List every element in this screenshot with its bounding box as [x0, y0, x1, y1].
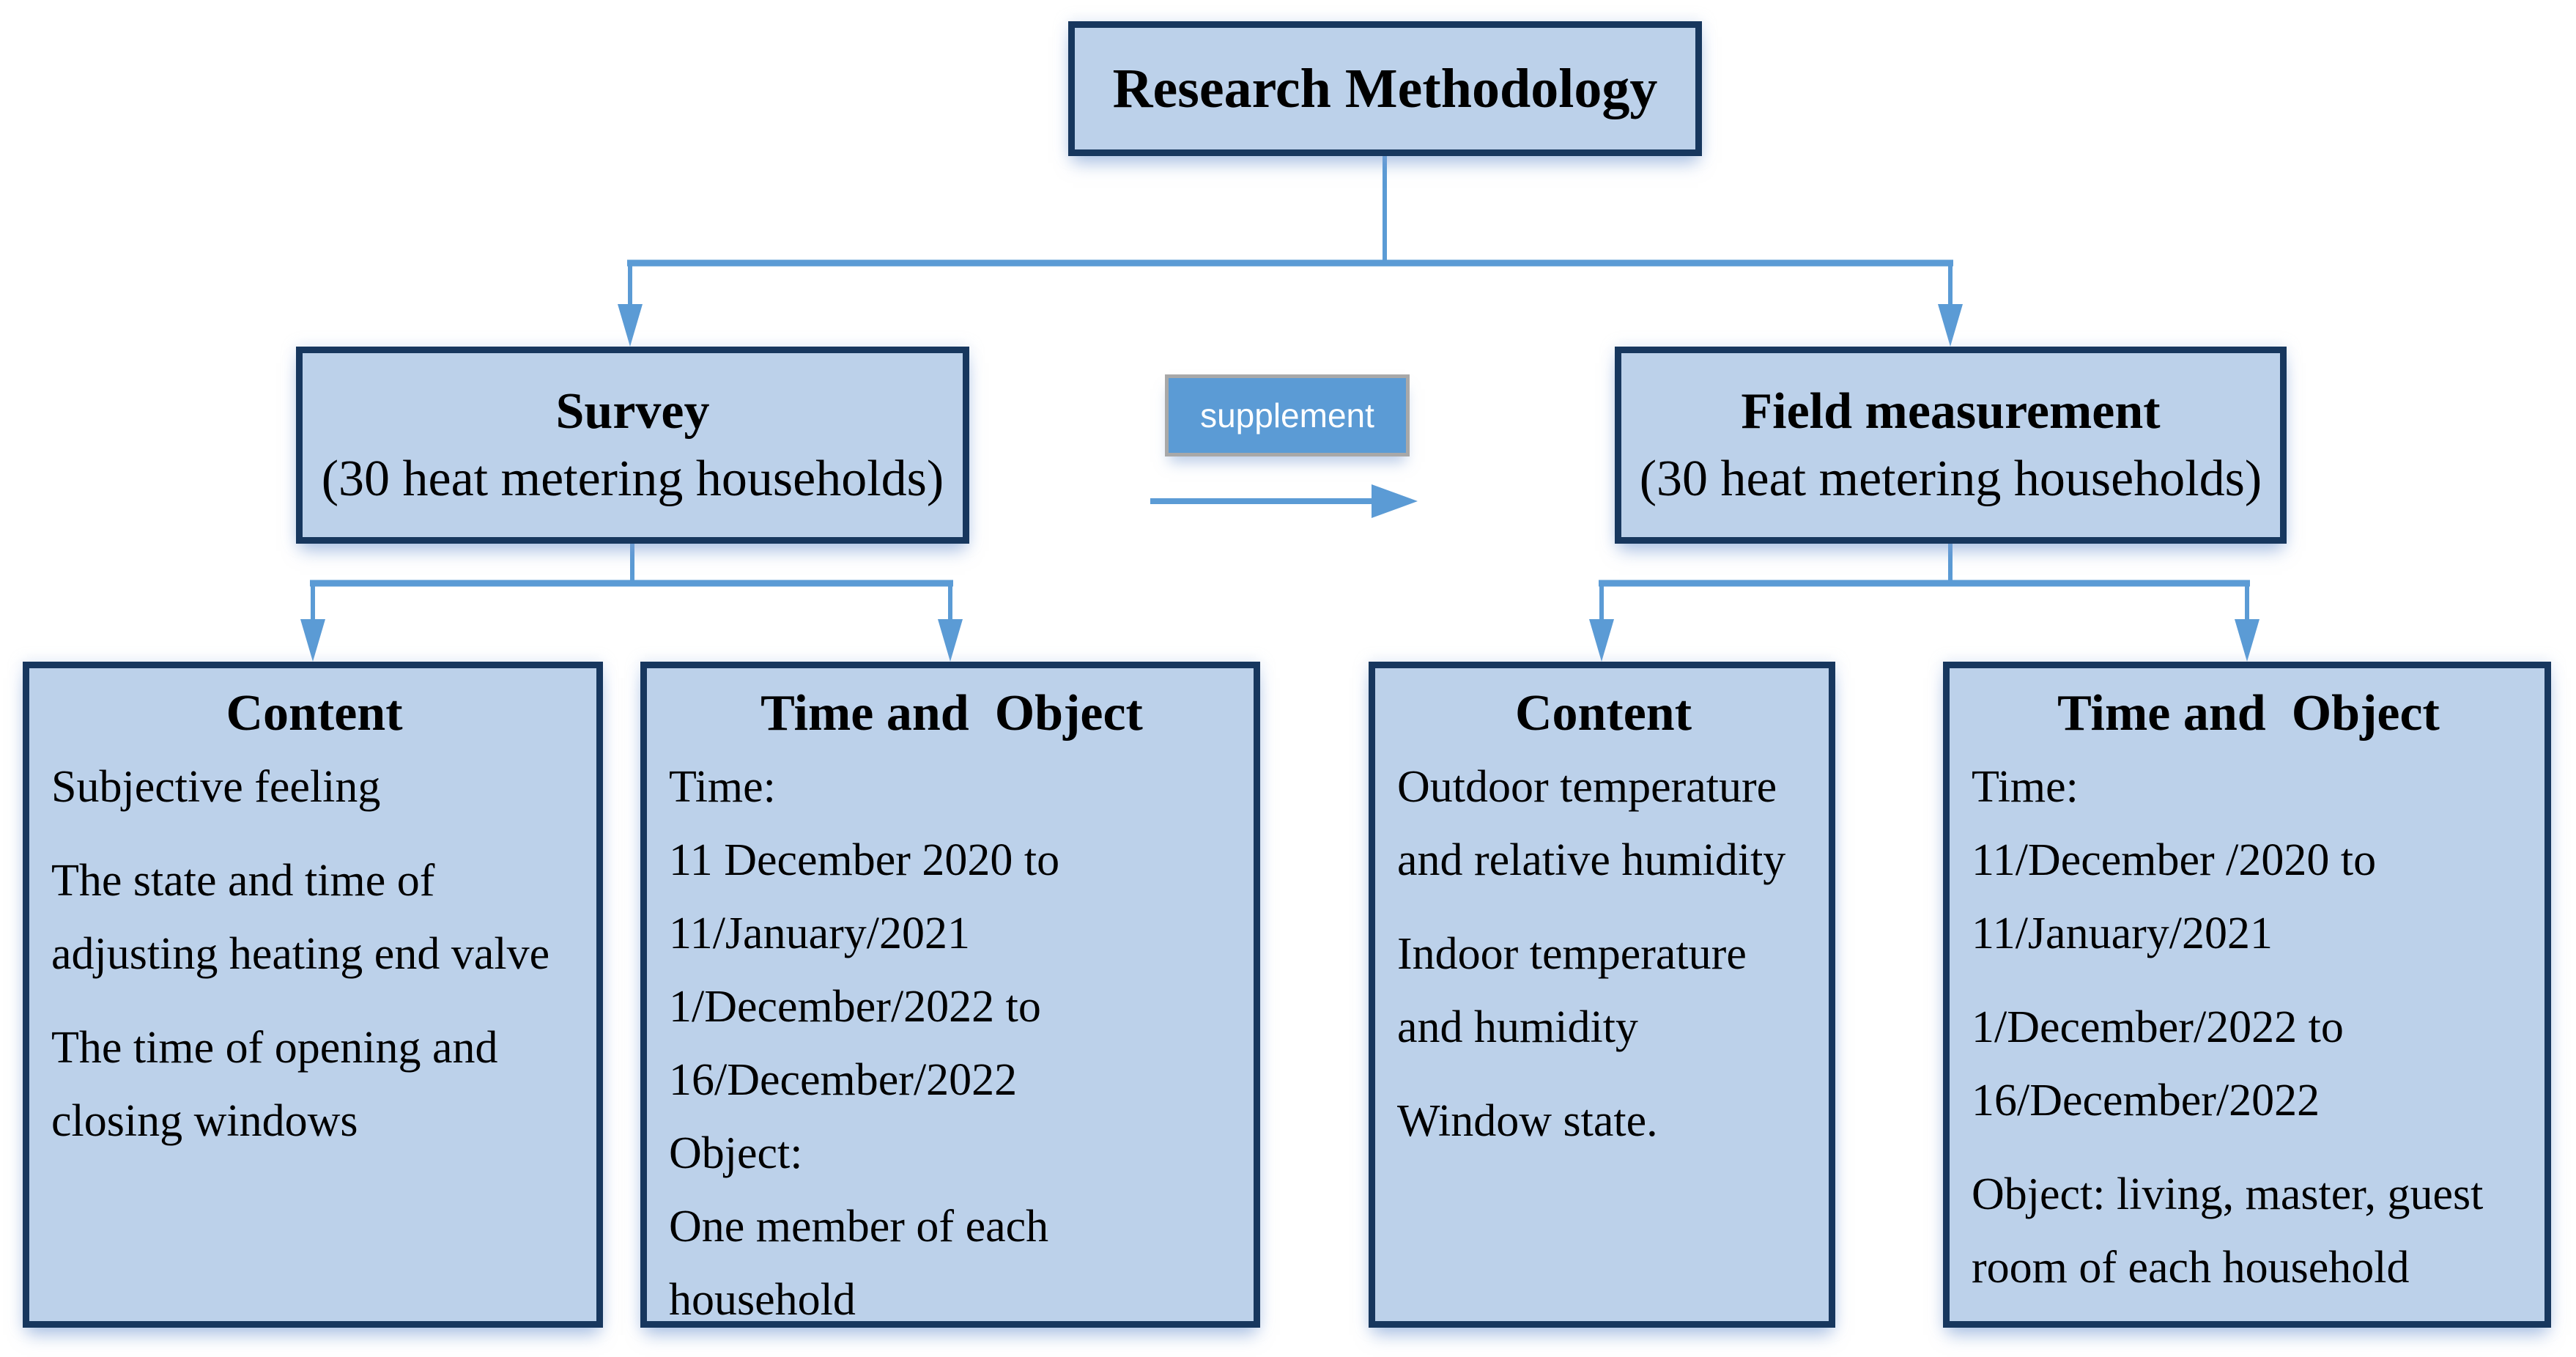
survey-time-object-heading: Time and Object — [760, 685, 1143, 742]
field-content-paragraph-2: Indoor temperature and humidity — [1397, 929, 1747, 1052]
field-measurement-box: Field measurement (30 heat metering hous… — [1615, 347, 2287, 544]
arrowhead-field-time — [2235, 619, 2259, 662]
field-time-object-paragraph-1: Time: 11/December /2020 to 11/January/20… — [1972, 762, 2377, 958]
arrowhead-survey — [618, 304, 643, 347]
survey-content-box: Content Subjective feeling The state and… — [23, 662, 603, 1328]
field-content-paragraph-1: Outdoor temperature and relative humidit… — [1397, 762, 1786, 885]
supplement-text: supplement — [1200, 396, 1374, 435]
field-title: Field measurement — [1741, 382, 2161, 440]
survey-box: Survey (30 heat metering households) — [296, 347, 969, 544]
arrowhead-field — [1938, 304, 1963, 347]
field-content-paragraph-3: Window state. — [1397, 1096, 1658, 1146]
survey-content-heading: Content — [226, 685, 403, 742]
survey-time-object-box: Time and Object Time: 11 December 2020 t… — [640, 662, 1260, 1328]
survey-title: Survey — [555, 382, 710, 440]
root-title: Research Methodology — [1112, 57, 1658, 119]
arrowhead-field-content — [1589, 619, 1614, 662]
field-time-object-paragraph-3: Object: living, master, guest room of ea… — [1972, 1169, 2484, 1293]
root-box: Research Methodology — [1068, 21, 1702, 156]
field-time-object-heading: Time and Object — [2057, 685, 2440, 742]
survey-content-paragraph-1: Subjective feeling — [51, 762, 381, 812]
arrowhead-survey-time — [938, 619, 963, 662]
field-content-box: Content Outdoor temperature and relative… — [1369, 662, 1835, 1328]
supplement-label: supplement — [1165, 374, 1410, 456]
survey-time-object-paragraph-1: Time: 11 December 2020 to 11/January/202… — [669, 762, 1060, 1325]
supplement-arrowhead — [1372, 484, 1418, 518]
field-content-heading: Content — [1514, 685, 1692, 742]
survey-content-paragraph-2: The state and time of adjusting heating … — [51, 856, 550, 979]
survey-subtitle: (30 heat metering households) — [321, 450, 944, 507]
field-time-object-paragraph-2: 1/December/2022 to 16/December/2022 — [1972, 1002, 2344, 1125]
survey-content-paragraph-3: The time of opening and closing windows — [51, 1023, 498, 1146]
arrowhead-survey-content — [300, 619, 325, 662]
field-subtitle: (30 heat metering households) — [1639, 450, 2262, 507]
field-time-object-box: Time and Object Time: 11/December /2020 … — [1943, 662, 2551, 1328]
